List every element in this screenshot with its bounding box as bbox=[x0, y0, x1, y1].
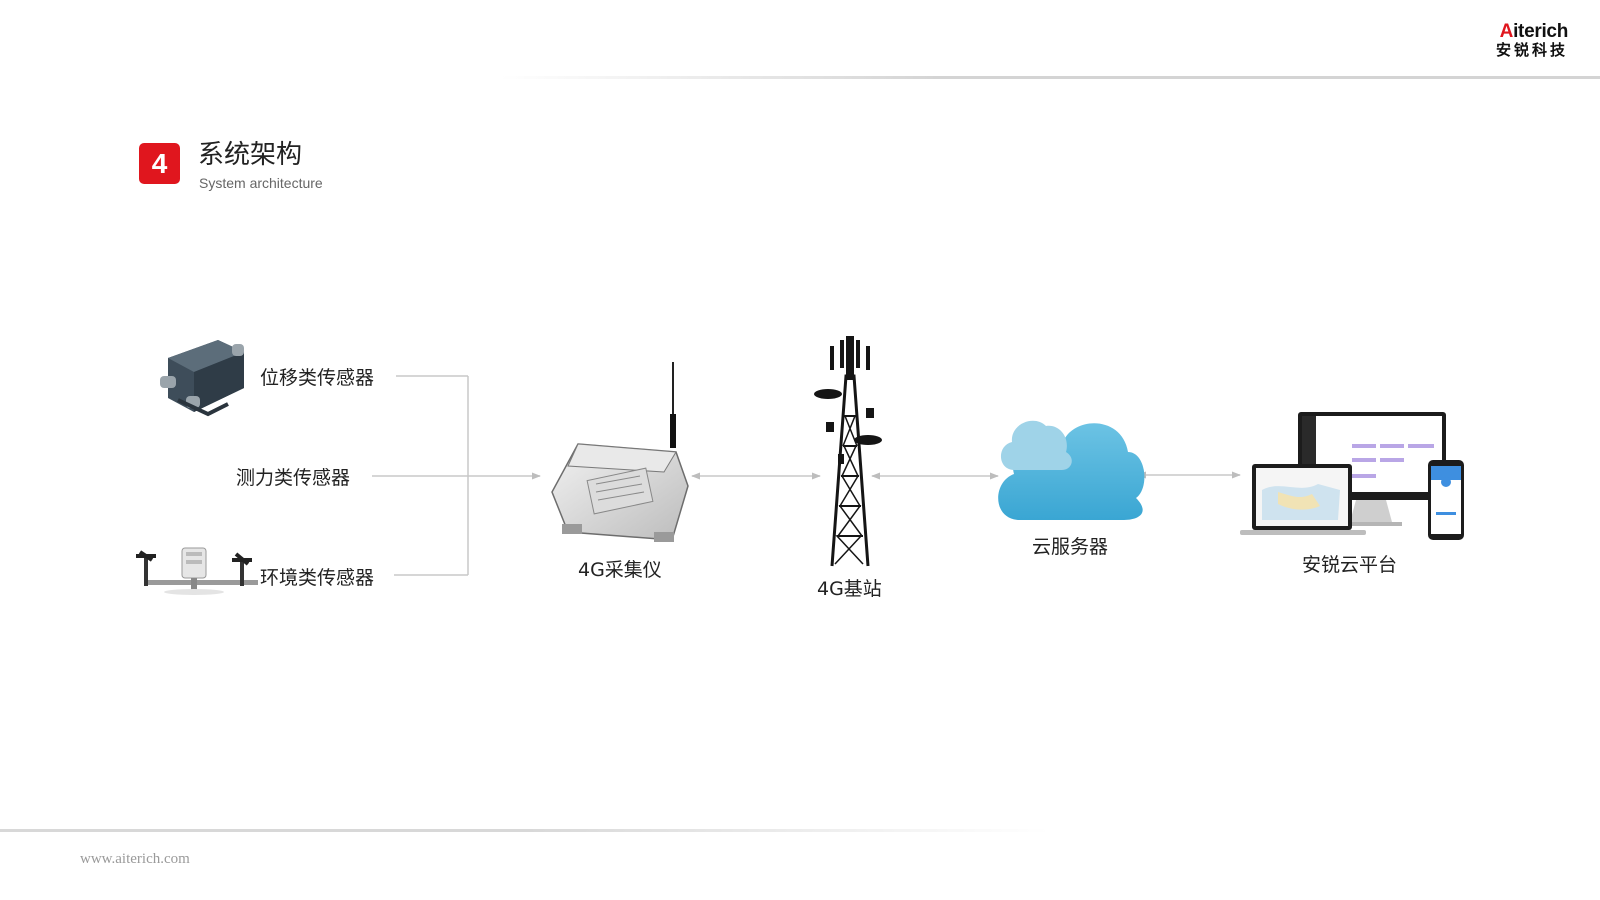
footer-divider bbox=[0, 829, 1050, 832]
sensor-connectors bbox=[372, 375, 541, 576]
page-title: 系统架构 bbox=[198, 140, 303, 170]
logo-cn: 安锐科技 bbox=[1495, 41, 1568, 59]
displacement-sensor-image bbox=[160, 340, 244, 417]
footer-website-link[interactable]: www.aiterich.com bbox=[80, 851, 190, 867]
collector-image bbox=[551, 362, 689, 542]
cloud-server-label: 云服务器 bbox=[1032, 536, 1109, 558]
base-station-label: 4G基站 bbox=[817, 578, 882, 600]
logo-wordmark: Aiterich bbox=[1499, 21, 1569, 42]
platform-devices-image bbox=[1240, 412, 1464, 540]
force-sensor-label: 测力类传感器 bbox=[236, 467, 351, 489]
platform-label: 安锐云平台 bbox=[1302, 554, 1398, 576]
brand-logo: Aiterich 安锐科技 bbox=[1448, 22, 1568, 62]
environment-sensor-image bbox=[136, 547, 258, 595]
displacement-sensor-label: 位移类传感器 bbox=[260, 367, 375, 389]
section-number-badge: 4 bbox=[139, 143, 180, 184]
base-station-image bbox=[814, 336, 882, 567]
collector-label: 4G采集仪 bbox=[578, 559, 662, 581]
environment-sensor-label: 环境类传感器 bbox=[260, 567, 375, 589]
page-subtitle: System architecture bbox=[199, 175, 323, 191]
cloud-server-image bbox=[998, 420, 1145, 520]
header-divider bbox=[500, 76, 1600, 79]
